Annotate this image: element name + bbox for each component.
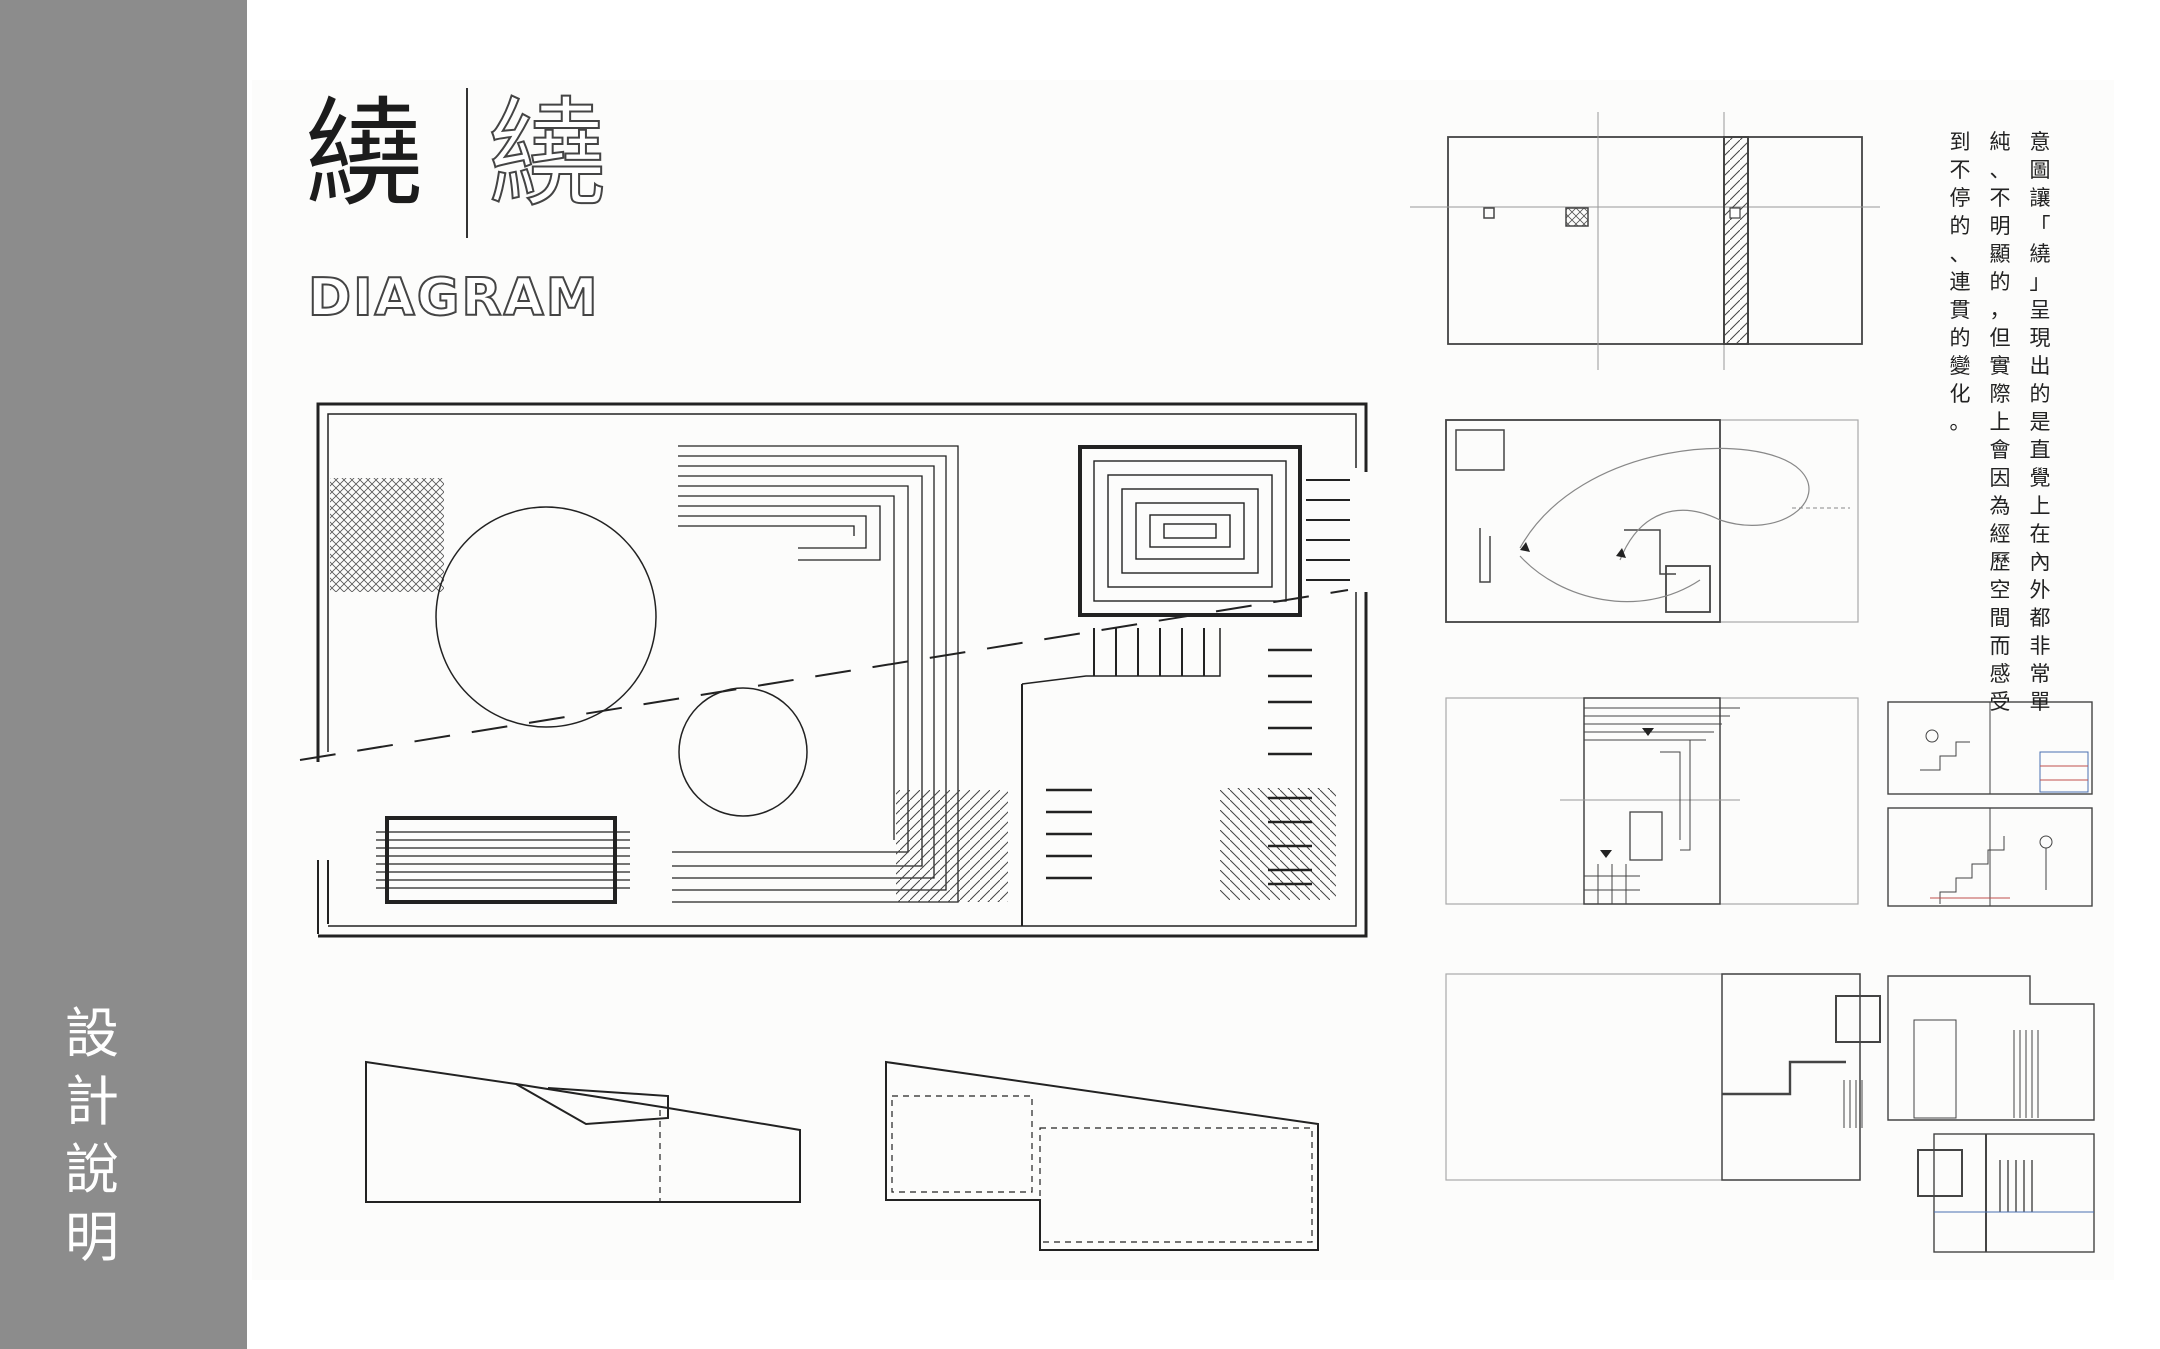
description-char: 停 bbox=[1949, 186, 1971, 210]
description-char: 呈 bbox=[2029, 298, 2051, 322]
description-char: 貫 bbox=[1949, 298, 1971, 322]
description-char: 實 bbox=[1989, 354, 2011, 378]
spiral-box bbox=[1078, 445, 1302, 617]
description-char: 變 bbox=[1949, 354, 1971, 378]
lined-box bbox=[385, 816, 617, 904]
description-char: 為 bbox=[1989, 494, 2011, 518]
page-title-outline: 繞 bbox=[487, 84, 607, 224]
diagram-3-stair-plan bbox=[1445, 697, 1859, 905]
description-char: 的 bbox=[1989, 270, 2011, 294]
section-drawing-right bbox=[885, 1060, 1319, 1251]
description-char: 。 bbox=[1949, 410, 1971, 434]
description-char: 受 bbox=[1989, 690, 2011, 714]
stepped-ramp-lines bbox=[672, 445, 959, 903]
description-char: 連 bbox=[1949, 270, 1971, 294]
description-char: 意 bbox=[2029, 130, 2051, 154]
description-char: 因 bbox=[1989, 466, 2011, 490]
description-char: 、 bbox=[1989, 158, 2011, 182]
diagram-4-frame bbox=[1445, 973, 1881, 1181]
sidebar-title: 設 計 說 明 bbox=[62, 1000, 122, 1272]
crosshatch-zone bbox=[330, 478, 444, 592]
sidebar-title-char: 明 bbox=[65, 1206, 119, 1269]
description-line: 純、不明顯的 ， 但實際上會因為經歷空間而感受 bbox=[1982, 128, 2018, 716]
description-char: 非 bbox=[2029, 634, 2051, 658]
description-char: 際 bbox=[1989, 382, 2011, 406]
description-char: 不 bbox=[1949, 158, 1971, 182]
section-drawing-left bbox=[365, 1060, 801, 1203]
description-char: 會 bbox=[1989, 438, 2011, 462]
scanned-paper bbox=[252, 80, 2114, 1280]
title-divider bbox=[466, 88, 468, 238]
description-char: 歷 bbox=[1989, 550, 2011, 574]
description-char: 外 bbox=[2029, 578, 2051, 602]
sidebar-title-char: 說 bbox=[65, 1138, 119, 1201]
description-char: 而 bbox=[1989, 634, 2011, 658]
description-char: ， bbox=[1989, 298, 2011, 322]
large-circle bbox=[435, 506, 657, 728]
description-char: 感 bbox=[1989, 662, 2011, 686]
description-char: 的 bbox=[2029, 382, 2051, 406]
diagram-3-elevations bbox=[1887, 701, 2093, 907]
description-char: 純 bbox=[1989, 130, 2011, 154]
description-char: 」 bbox=[2029, 270, 2051, 294]
description-char: 但 bbox=[1989, 326, 2011, 350]
description-line: 意圖讓「繞」呈現出的是直覺上在內外都非常單 bbox=[2022, 128, 2058, 716]
description-char: 是 bbox=[2029, 410, 2051, 434]
description-char: 圖 bbox=[2029, 158, 2051, 182]
description-char: 內 bbox=[2029, 550, 2051, 574]
description-char: 覺 bbox=[2029, 466, 2051, 490]
description-char: 顯 bbox=[1989, 242, 2011, 266]
description-char: 直 bbox=[2029, 438, 2051, 462]
main-floor-plan bbox=[299, 402, 1368, 938]
description-char: 現 bbox=[2029, 326, 2051, 350]
description-char: 上 bbox=[2029, 494, 2051, 518]
diagram-4-elevations bbox=[1887, 975, 2095, 1253]
description-char: 的 bbox=[1949, 214, 1971, 238]
description-char: 「 bbox=[2029, 214, 2051, 238]
diagonal-axis bbox=[299, 589, 1349, 761]
sidebar-title-char: 設 bbox=[65, 1002, 119, 1065]
description-char: 化 bbox=[1949, 382, 1971, 406]
description-char: 都 bbox=[2029, 606, 2051, 630]
description-char: 出 bbox=[2029, 354, 2051, 378]
diagram-2-circulation bbox=[1445, 419, 1859, 623]
page-subtitle: DIAGRAM bbox=[307, 267, 600, 329]
description-char: 在 bbox=[2029, 522, 2051, 546]
page-title: 繞 bbox=[305, 85, 424, 223]
description-line: 到不停的、連貫的變化。 bbox=[1942, 128, 1978, 436]
diagram-1-axes bbox=[1410, 112, 1880, 370]
description-char: 空 bbox=[1989, 578, 2011, 602]
description-char: 不 bbox=[1989, 186, 2011, 210]
description-char: 、 bbox=[1949, 242, 1971, 266]
description-char: 間 bbox=[1989, 606, 2011, 630]
description-char: 讓 bbox=[2029, 186, 2051, 210]
description-char: 繞 bbox=[2029, 242, 2051, 266]
sidebar: 設 計 說 明 bbox=[0, 0, 247, 1349]
description-char: 的 bbox=[1949, 326, 1971, 350]
description-char: 到 bbox=[1949, 130, 1971, 154]
description-char: 上 bbox=[1989, 410, 2011, 434]
sidebar-title-char: 計 bbox=[65, 1070, 119, 1133]
description-char: 明 bbox=[1989, 214, 2011, 238]
description-char: 單 bbox=[2029, 690, 2051, 714]
small-circle bbox=[678, 687, 808, 817]
description-char: 常 bbox=[2029, 662, 2051, 686]
description-char: 經 bbox=[1989, 522, 2011, 546]
